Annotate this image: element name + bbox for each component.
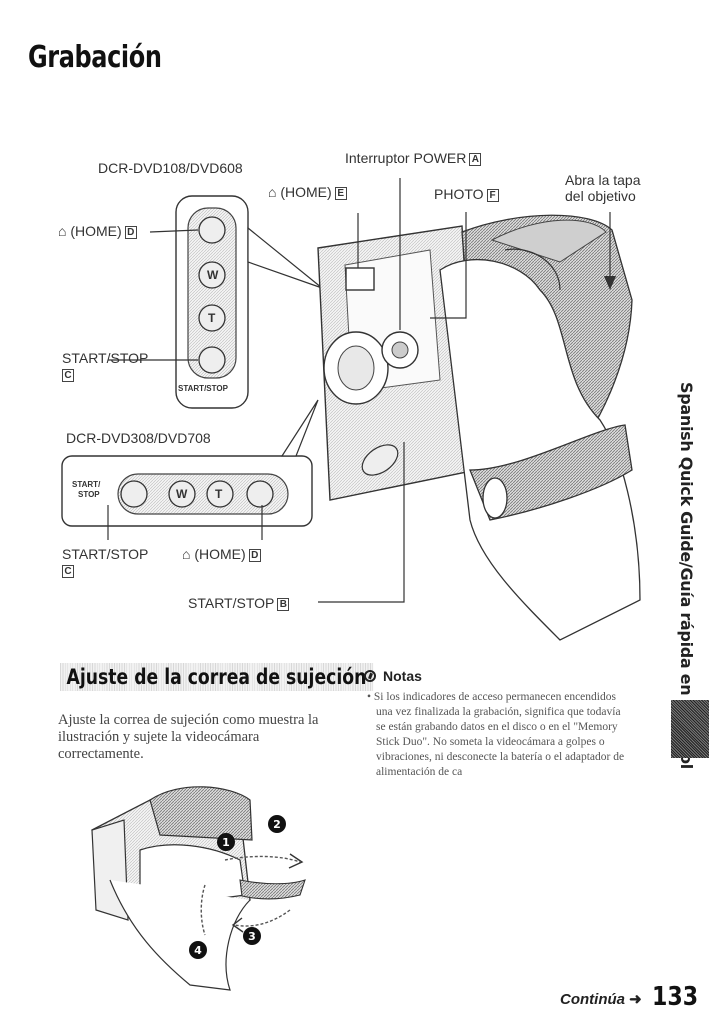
panel-start-label: START/ [72,480,101,489]
model-b-label: DCR-DVD308/DVD708 [66,430,211,446]
notes-list: Si los indicadores de acceso permanecen … [367,690,632,780]
arrow-right-icon: ➜ [629,991,642,1008]
notes-heading: Notas [364,668,422,684]
step-1-badge: 1 [222,836,230,849]
home-d2-label: ⌂ (HOME)D [182,546,261,562]
panel-btn-w-label: W [176,487,188,501]
section-body: Ajuste la correa de sujeción como muestr… [58,712,319,762]
home-icon: ⌂ [268,184,277,200]
page-number: 133 [652,982,699,1012]
continue-label: Continúa ➜ [560,991,642,1008]
step-2-badge: 2 [273,818,281,831]
strip-startstop-label: START/STOP [178,384,228,393]
step-3-badge: 3 [248,930,256,943]
button-strip-callout [108,195,323,409]
step-4-badge: 4 [194,944,202,957]
home-icon: ⌂ [182,546,191,562]
home-icon: ⌂ [58,223,67,239]
section-title: Ajuste de la correa de sujeción [60,663,373,691]
strap-adjustment-illustration: 1 2 3 4 [91,786,306,991]
button-panel-callout [61,399,319,540]
home-e-label: ⌂ (HOME)E [268,184,347,200]
panel-btn-t-label: T [215,487,223,501]
home-d-label: ⌂ (HOME)D [58,223,137,239]
panel-stop-label: STOP [78,490,100,499]
page-title: Grabación [28,40,162,75]
side-marker-block [671,700,709,758]
note-item: Si los indicadores de acceso permanecen … [367,690,632,780]
btn-t-label: T [208,311,216,325]
btn-w-label: W [207,268,219,282]
model-a-label: DCR-DVD108/DVD608 [98,160,243,176]
notes-icon [364,670,376,682]
side-tab: Spanish Quick Guide/Guía rápida en españ… [670,382,696,769]
camcorder-main [317,178,641,641]
